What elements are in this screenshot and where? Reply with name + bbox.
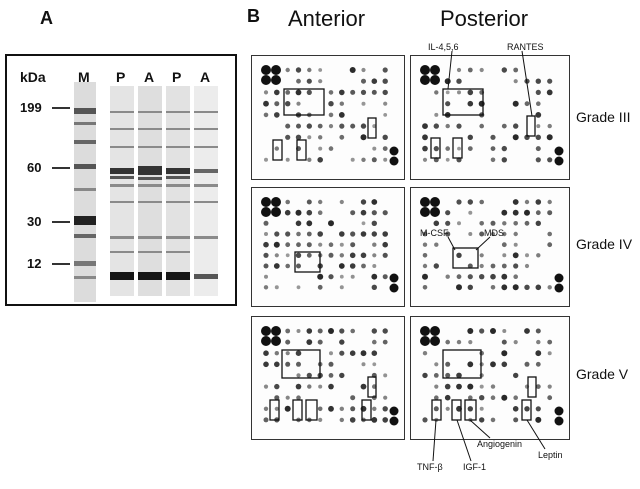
gel-bands [52, 82, 218, 302]
annotation-mds: MDS [484, 228, 504, 238]
blot-anterior-grade-v [251, 316, 405, 440]
marker-30: 30 [27, 214, 42, 229]
lane-label-a2: A [200, 69, 211, 85]
lane-label-m: M [78, 69, 90, 85]
panel-b-letter: B [247, 6, 260, 26]
gel-image: kDa M P A P A 199 60 30 12 [5, 54, 237, 306]
annotation-leptin: Leptin [538, 450, 563, 460]
marker-12: 12 [27, 256, 42, 271]
blot-anterior-grade-iii [251, 55, 405, 180]
row-label-grade-iv: Grade IV [576, 236, 633, 252]
panel-a-letter: A [40, 8, 53, 28]
annotation-il-4-5-6: IL-4,5,6 [428, 42, 459, 52]
blot-posterior-grade-iii [410, 55, 570, 180]
blot-posterior-grade-v [410, 316, 570, 440]
annotation-rantes: RANTES [507, 42, 544, 52]
annotation-m-csf: M-CSF [420, 228, 449, 238]
annotation-tnf-beta: TNF-β [417, 462, 443, 472]
lane-label-a1: A [144, 69, 155, 85]
blot-anterior-grade-iv [251, 187, 405, 307]
annotation-angiogenin: Angiogenin [477, 439, 523, 449]
column-header-anterior: Anterior [288, 6, 366, 31]
kda-label: kDa [20, 69, 46, 85]
marker-60: 60 [27, 160, 42, 175]
lane-label-p2: P [172, 69, 182, 85]
column-header-posterior: Posterior [440, 6, 529, 31]
lane-label-p1: P [116, 69, 126, 85]
row-label-grade-iii: Grade III [576, 109, 631, 125]
marker-199: 199 [20, 100, 42, 115]
row-label-grade-v: Grade V [576, 366, 629, 382]
annotation-igf-1: IGF-1 [463, 462, 487, 472]
blot-posterior-grade-iv [410, 187, 570, 307]
